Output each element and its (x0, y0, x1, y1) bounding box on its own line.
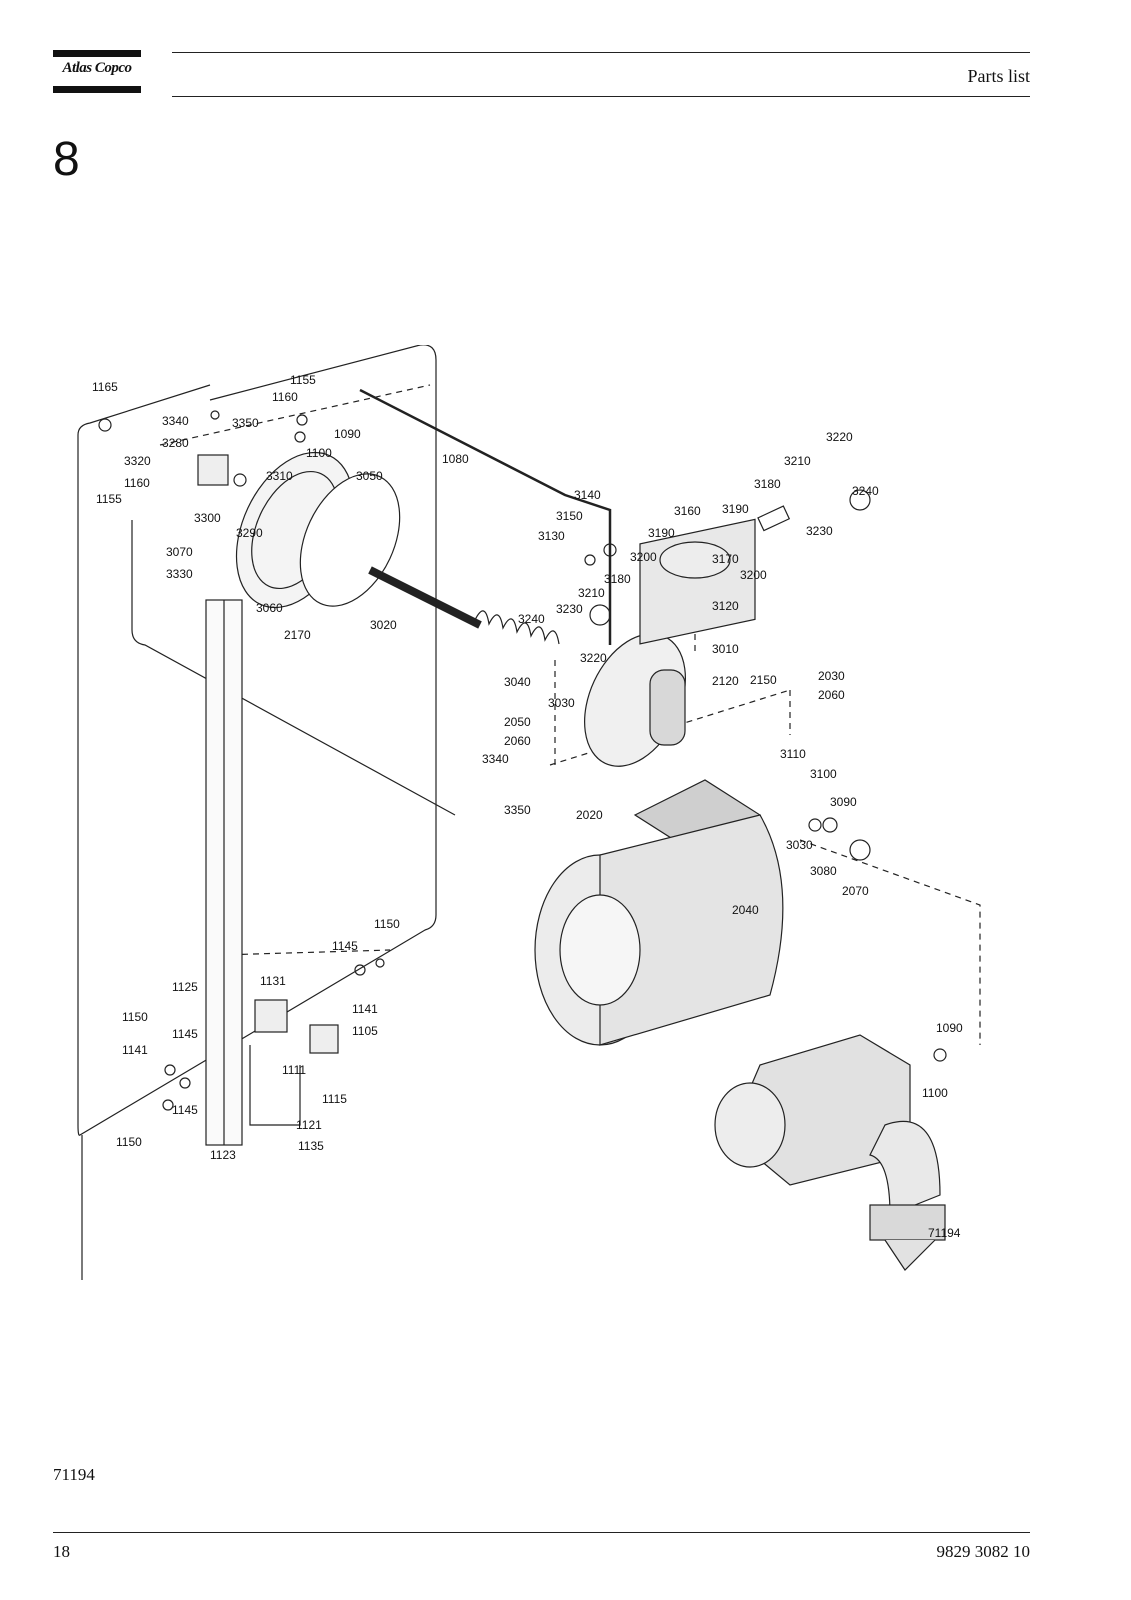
footer-rule (53, 1532, 1030, 1533)
callout-label: 1111 (282, 1063, 306, 1077)
callout-label: 3160 (674, 504, 701, 518)
callout-label: 3340 (162, 414, 189, 428)
callout-label: 2030 (818, 669, 845, 683)
callout-label: 2050 (504, 715, 531, 729)
logo-bar-top (53, 50, 141, 57)
callout-label: 2060 (504, 734, 531, 748)
callout-label: 3210 (578, 586, 605, 600)
callout-label: 1155 (96, 492, 122, 506)
callout-label: 1121 (296, 1118, 322, 1132)
document-number: 9829 3082 10 (936, 1542, 1031, 1561)
callout-label: 3330 (166, 567, 193, 581)
callout-label: 3240 (518, 612, 545, 626)
callout-label: 3030 (786, 838, 813, 852)
atlas-copco-logo: Atlas Copco (53, 50, 141, 94)
callout-label: 3010 (712, 642, 739, 656)
callout-label: 3180 (754, 477, 781, 491)
callout-label: 3230 (806, 524, 833, 538)
callout-label: 3050 (356, 469, 383, 483)
callout-label: 1165 (92, 380, 118, 394)
callout-label: 3170 (712, 552, 739, 566)
callout-label: 3080 (810, 864, 837, 878)
callout-label: 2040 (732, 903, 759, 917)
page-title: Parts list (967, 66, 1030, 86)
callout-label: 3100 (810, 767, 837, 781)
callout-label: 3090 (830, 795, 857, 809)
callout-label: 3230 (556, 602, 583, 616)
callout-label: 3120 (712, 599, 739, 613)
callout-label: 1080 (442, 452, 469, 466)
callout-label: 2120 (712, 674, 739, 688)
callout-label: 1150 (122, 1010, 148, 1024)
header-rule-top (172, 52, 1030, 53)
callout-label: 1150 (116, 1135, 142, 1149)
callout-label: 1155 (290, 373, 316, 387)
callout-label: 3070 (166, 545, 193, 559)
page-number: 18 (53, 1542, 70, 1561)
callout-label: 3240 (852, 484, 879, 498)
callout-label: 3290 (236, 526, 263, 540)
callout-label: 3030 (548, 696, 575, 710)
callout-label: 1100 (922, 1086, 948, 1100)
callout-label: 1123 (210, 1148, 236, 1162)
callout-label: 1141 (122, 1043, 148, 1057)
callout-label: 2150 (750, 673, 777, 687)
drawing-number: 71194 (928, 1226, 961, 1240)
callout-label: 1160 (124, 476, 150, 490)
callout-label: 3060 (256, 601, 283, 615)
callout-label: 3310 (266, 469, 293, 483)
callout-label: 3190 (648, 526, 675, 540)
callout-label: 3320 (124, 454, 151, 468)
callout-label: 1160 (272, 390, 298, 404)
figure-reference: 71194 (53, 1465, 95, 1484)
callout-label: 1145 (172, 1027, 198, 1041)
callout-label: 3220 (826, 430, 853, 444)
callout-label: 1145 (332, 939, 358, 953)
callout-label: 2070 (842, 884, 869, 898)
callout-label: 1115 (322, 1092, 347, 1106)
exploded-parts-diagram: 1165 1155 1160 3340 3350 1090 3280 1100 … (70, 345, 1030, 1280)
callout-label: 3130 (538, 529, 565, 543)
callout-label: 3350 (504, 803, 531, 817)
callout-label: 3280 (162, 436, 189, 450)
callout-label: 3040 (504, 675, 531, 689)
callout-label: 1100 (306, 446, 332, 460)
callout-label: 1141 (352, 1002, 378, 1016)
callout-label: 1150 (374, 917, 400, 931)
callout-label: 1105 (352, 1024, 378, 1038)
callout-label: 1090 (936, 1021, 963, 1035)
callout-label: 1131 (260, 974, 286, 988)
callout-label: 3020 (370, 618, 397, 632)
logo-wordmark: Atlas Copco (62, 60, 132, 76)
callout-label: 1145 (172, 1103, 198, 1117)
callout-label: 3210 (784, 454, 811, 468)
callout-label: 1125 (172, 980, 198, 994)
callout-label: 3110 (780, 747, 806, 761)
callout-label: 1135 (298, 1139, 324, 1153)
callout-label: 3190 (722, 502, 749, 516)
callout-label: 3200 (630, 550, 657, 564)
header-rule-bottom (172, 96, 1030, 97)
callout-label: 2170 (284, 628, 311, 642)
section-number: 8 (53, 133, 80, 186)
callout-label: 3300 (194, 511, 221, 525)
logo-bar-bottom (53, 86, 141, 93)
callout-label: 2060 (818, 688, 845, 702)
callout-label: 3200 (740, 568, 767, 582)
callout-label: 3180 (604, 572, 631, 586)
callout-label: 1090 (334, 427, 361, 441)
callout-label: 3350 (232, 416, 259, 430)
callout-label: 2020 (576, 808, 603, 822)
callout-label: 3340 (482, 752, 509, 766)
callout-label: 3150 (556, 509, 583, 523)
callout-labels: 1165 1155 1160 3340 3350 1090 3280 1100 … (92, 373, 963, 1240)
callout-label: 3220 (580, 651, 607, 665)
callout-label: 3140 (574, 488, 601, 502)
